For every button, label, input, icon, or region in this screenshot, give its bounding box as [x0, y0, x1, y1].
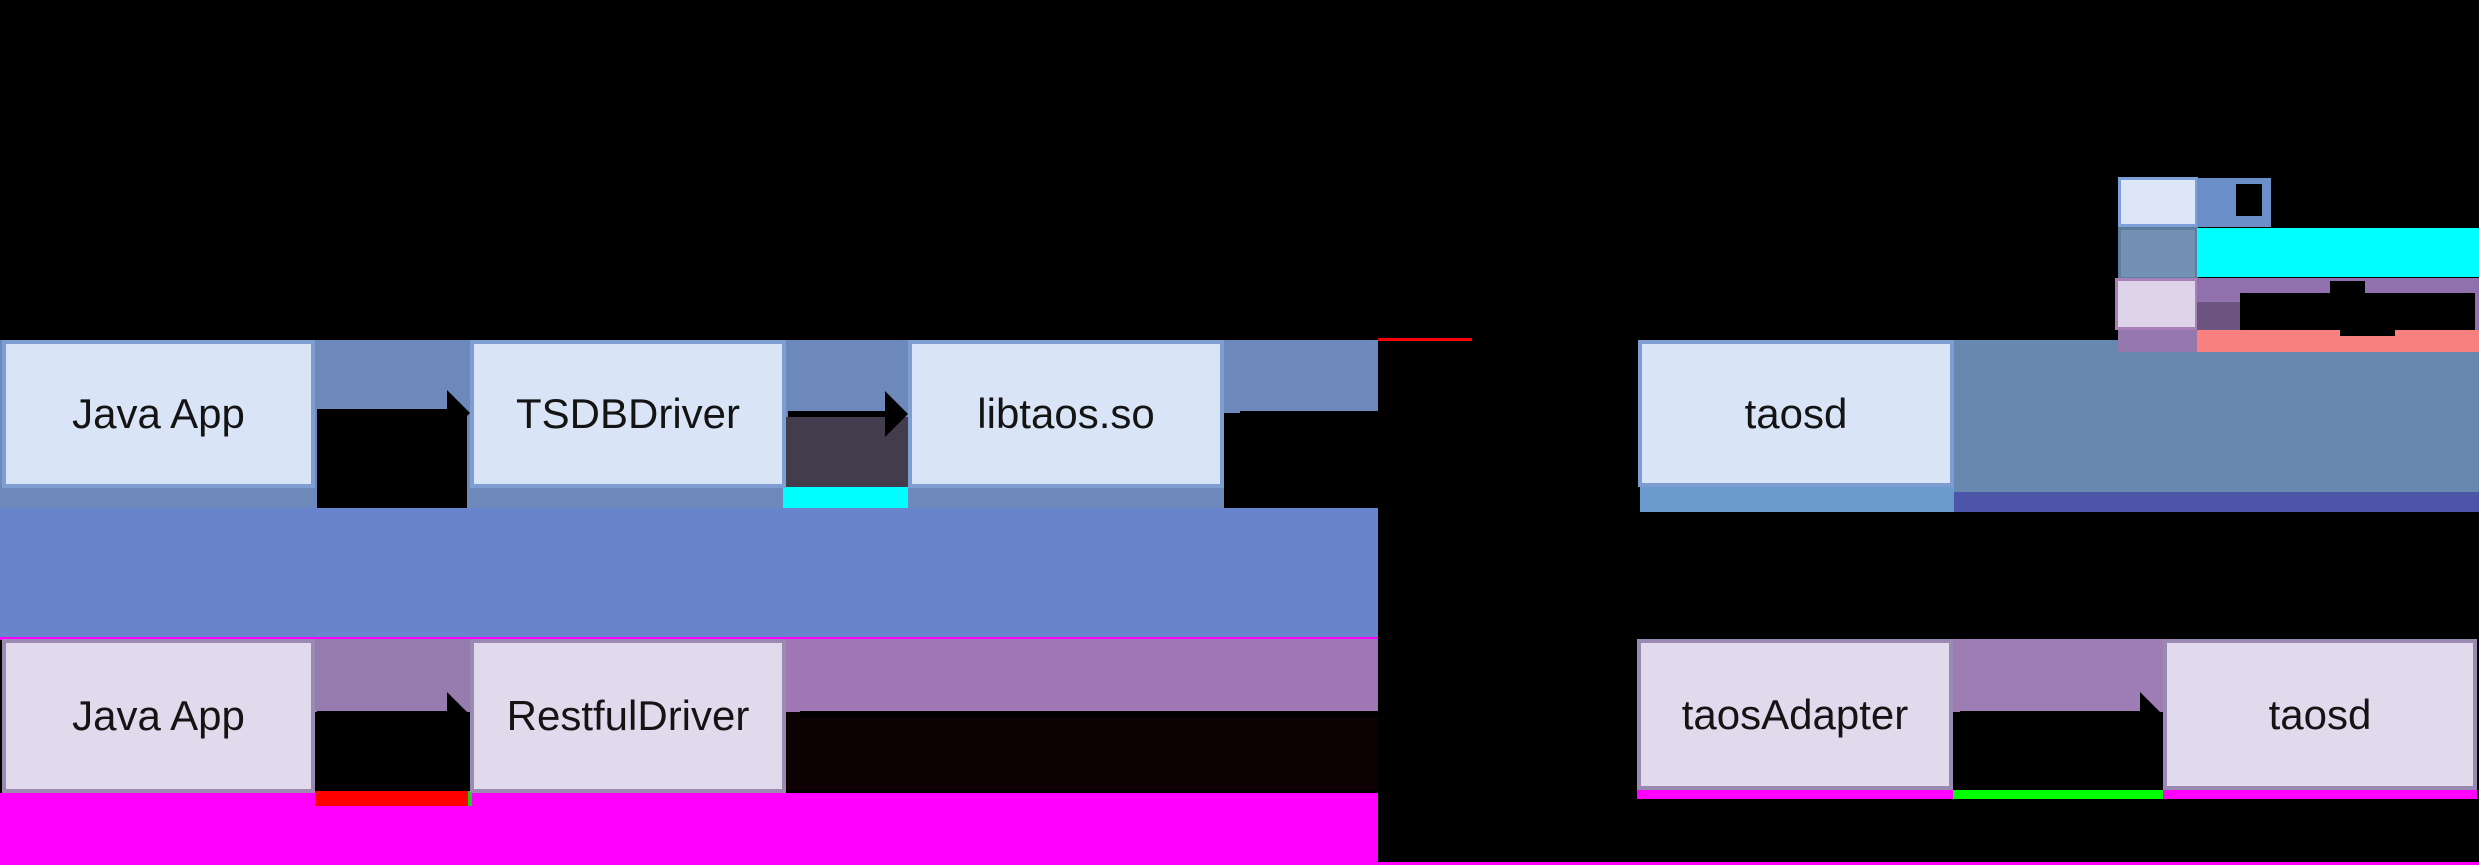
rest-right-shadow [786, 712, 1378, 790]
native-container-red-edge [1378, 338, 1472, 341]
arrow-restfuldriver-to-taosadapter [800, 711, 1615, 717]
rest-container-magenta-band [0, 793, 1378, 865]
legend-band-purple-notch [2330, 281, 2365, 293]
rest-gap1-band [315, 639, 472, 712]
tsdbdriver-label: TSDBDriver [515, 390, 740, 437]
taosd-native-box: taosd [1638, 340, 1954, 487]
legend-swatch-native-box [2118, 177, 2198, 227]
adapter-gap-band [1953, 639, 2163, 712]
legend-swatch-rest-box [2115, 278, 2198, 330]
tsdbdriver-box: TSDBDriver [470, 340, 786, 488]
arrowhead-javaapp-to-restfuldriver [447, 692, 470, 738]
legend-band-cyan [2197, 228, 2479, 277]
server-container-band [1954, 340, 2479, 492]
taosd-rest-box: taosd [2163, 639, 2477, 790]
rest-gap1-shadow [315, 718, 472, 790]
legend-band-salmon-notch [2340, 330, 2395, 336]
native-gap1-shadow [317, 413, 467, 508]
taosadapter-box: taosAdapter [1637, 639, 1953, 790]
legend-band-purple-text-cutout [2240, 293, 2475, 330]
rest-container-top-edge [0, 637, 1378, 640]
libtaos-label: libtaos.so [977, 390, 1155, 437]
server-rest-bottom-edge [1378, 862, 2479, 865]
rest-gap1-red-strip [315, 791, 468, 806]
bright-blue-band [0, 508, 1378, 637]
adapter-magenta-strip [1637, 790, 1953, 799]
native-right-shadow [1224, 413, 1378, 508]
arrow-taosadapter-to-taosd [1960, 711, 2143, 717]
arrowhead-taosadapter-to-taosd [2140, 692, 2163, 738]
arrowhead-restfuldriver-to-taosadapter [1612, 692, 1635, 738]
arrow-javaapp-to-tsdbdriver [317, 409, 450, 415]
legend-band-purple-shade [2197, 302, 2240, 330]
arrow-javaapp-to-restfuldriver [317, 711, 450, 717]
legend-swatch-steel [2118, 227, 2198, 280]
arrowhead-javaapp-to-tsdbdriver [447, 390, 470, 436]
taosd-rest-magenta-strip [2163, 790, 2477, 799]
arrow-tsdbdriver-to-libtaos [788, 411, 888, 417]
legend-band-blue-text-cutout [2236, 184, 2262, 216]
java-app-rest-box: Java App [2, 639, 315, 793]
java-app-native-box: Java App [2, 340, 315, 488]
native-gap2-cyan-strip [783, 487, 908, 508]
libtaos-box: libtaos.so [908, 340, 1224, 488]
restfuldriver-label: RestfulDriver [506, 692, 750, 739]
taosd-rest-label: taosd [2268, 690, 2372, 738]
legend-swatch-plum [2118, 330, 2198, 352]
taosd-under-strip [1640, 487, 1954, 512]
taosadapter-label: taosAdapter [1681, 690, 1909, 738]
arrow-libtaos-to-taosd [1240, 411, 1618, 417]
taosd-native-label: taosd [1744, 389, 1848, 437]
adapter-gap-green-strip [1953, 790, 2163, 799]
java-app-native-label: Java App [72, 390, 245, 437]
server-container-indigo-strip [1954, 492, 2479, 512]
legend-band-salmon [2197, 330, 2479, 352]
restfuldriver-box: RestfulDriver [470, 639, 786, 793]
arrowhead-tsdbdriver-to-libtaos [885, 391, 908, 437]
rest-gap1-green-sliver [468, 791, 472, 806]
arrowhead-libtaos-to-taosd [1615, 391, 1638, 437]
java-app-rest-label: Java App [72, 692, 245, 739]
rest-right-band [786, 639, 1378, 712]
